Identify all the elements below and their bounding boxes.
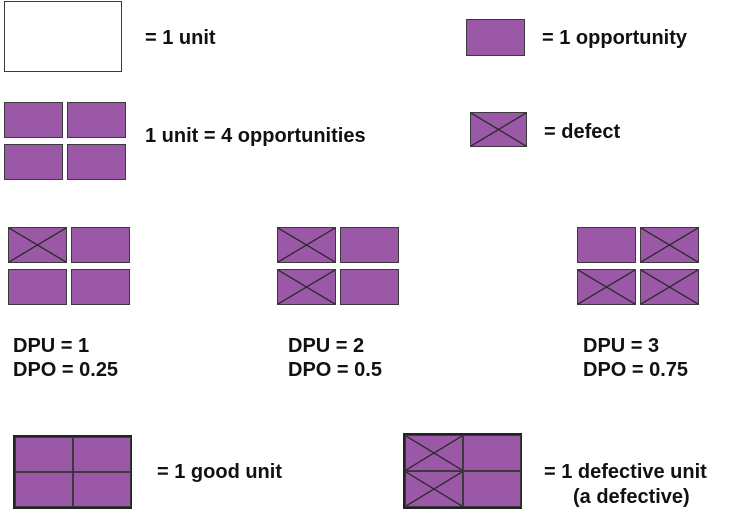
defect-cross-icon — [641, 228, 698, 262]
good-unit-label: = 1 good unit — [157, 461, 282, 483]
defect-cross-icon — [278, 228, 335, 262]
example-2-cell-1 — [277, 227, 336, 263]
unit-four-cell-2 — [67, 102, 126, 138]
opportunity-cell — [466, 19, 525, 56]
good-unit-frame — [13, 435, 132, 509]
opportunity-legend-label: = 1 opportunity — [542, 27, 687, 49]
unit-four-cell-1 — [4, 102, 63, 138]
good-unit-cell-1 — [15, 437, 73, 472]
defect-cross-icon — [406, 472, 462, 506]
unit-legend-label: = 1 unit — [145, 27, 216, 49]
unit-opportunities-label: 1 unit = 4 opportunities — [145, 125, 366, 147]
example-1-cell-3 — [8, 269, 67, 305]
example-2-cell-3 — [277, 269, 336, 305]
dpo-label-2: DPO = 0.5 — [288, 359, 382, 381]
unit-box — [4, 1, 122, 72]
defect-cross-icon — [471, 113, 526, 146]
good-unit-cell-2 — [73, 437, 131, 472]
defective-unit-cell-3 — [405, 471, 463, 507]
unit-four-cell-4 — [67, 144, 126, 180]
example-1-cell-4 — [71, 269, 130, 305]
dpu-label-3: DPU = 3 — [583, 335, 660, 357]
defective-unit-cell-2 — [463, 435, 521, 471]
good-unit-cell-4 — [73, 472, 131, 507]
example-3-cell-3 — [577, 269, 636, 305]
defect-cross-icon — [578, 270, 635, 304]
defective-unit-frame — [403, 433, 522, 509]
defect-cross-icon — [278, 270, 335, 304]
dpo-label-1: DPO = 0.25 — [13, 359, 119, 381]
example-1-cell-1 — [8, 227, 67, 263]
defect-cell — [470, 112, 527, 147]
defect-legend-label: = defect — [544, 121, 621, 143]
example-2-cell-2 — [340, 227, 399, 263]
dpu-label-1: DPU = 1 — [13, 335, 90, 357]
example-3-cell-2 — [640, 227, 699, 263]
good-unit-cell-3 — [15, 472, 73, 507]
defect-cross-icon — [9, 228, 66, 262]
defect-cross-icon — [406, 436, 462, 470]
example-1-cell-2 — [71, 227, 130, 263]
defective-unit-label: = 1 defective unit — [544, 461, 707, 483]
unit-four-cell-3 — [4, 144, 63, 180]
example-3-cell-1 — [577, 227, 636, 263]
defective-unit-sublabel: (a defective) — [573, 486, 690, 508]
defective-unit-cell-1 — [405, 435, 463, 471]
dpo-label-3: DPO = 0.75 — [583, 359, 689, 381]
example-3-cell-4 — [640, 269, 699, 305]
dpu-label-2: DPU = 2 — [288, 335, 365, 357]
example-2-cell-4 — [340, 269, 399, 305]
defective-unit-cell-4 — [463, 471, 521, 507]
defect-cross-icon — [641, 270, 698, 304]
